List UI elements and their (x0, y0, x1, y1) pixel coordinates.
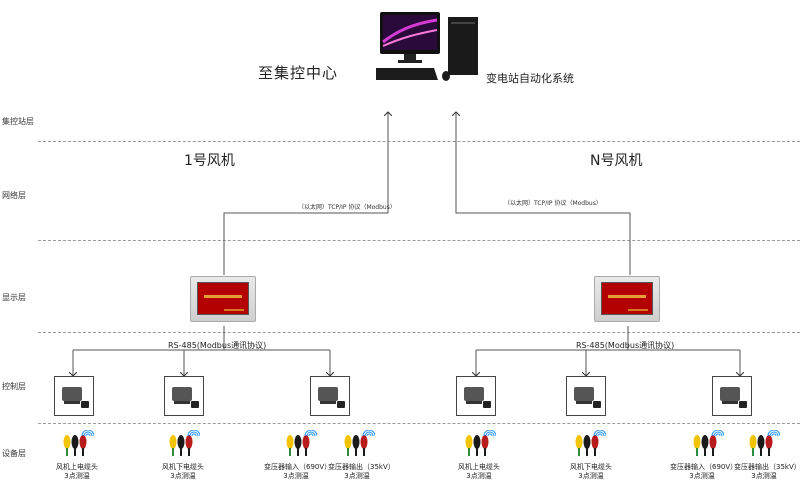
device-sub: 3点测温 (170, 472, 196, 480)
computer-icon (374, 12, 488, 88)
device-label: 风机下电缆头 (162, 463, 204, 471)
temperature-controller (54, 376, 94, 416)
layer-divider (38, 240, 800, 241)
temperature-controller (164, 376, 204, 416)
device-label: 风机上电缆头 (458, 463, 500, 471)
temperature-sensor-icon (169, 430, 200, 456)
substation-label: 变电站自动化系统 (486, 72, 574, 85)
device-label: 变压器输入（690V） (670, 463, 738, 471)
device-sub: 3点测温 (689, 472, 715, 480)
control-center-label: 至集控中心 (258, 64, 339, 82)
temperature-sensor-icon (286, 430, 317, 456)
temperature-sensor-icon (575, 430, 606, 456)
layer-divider (38, 423, 800, 424)
device-caption: 变压器输出（35kV） 3点测温 (734, 463, 800, 481)
rs485-label: RS-485(Modbus通讯协议) (576, 341, 675, 350)
device-sub: 3点测温 (751, 472, 777, 480)
device-sub: 3点测温 (466, 472, 492, 480)
device-caption: 风机下电缆头 3点测温 (566, 463, 616, 481)
layer-label-control-center: 集控站层 (2, 117, 34, 126)
temperature-sensor-icon (693, 430, 724, 456)
temperature-sensor-icon (465, 430, 496, 456)
device-caption: 变压器输入（690V） 3点测温 (264, 463, 332, 481)
layer-divider (38, 141, 800, 142)
turbine-title: N号风机 (590, 153, 643, 169)
device-label: 风机上电缆头 (56, 463, 98, 471)
device-label: 变压器输出（35kV） (734, 463, 800, 471)
temperature-sensor-icon (63, 430, 94, 456)
device-label: 风机下电缆头 (570, 463, 612, 471)
temperature-sensor-icon (344, 430, 375, 456)
device-label: 变压器输入（690V） (264, 463, 332, 471)
layer-label-display: 显示层 (2, 293, 26, 302)
device-sub: 3点测温 (578, 472, 604, 480)
device-sub: 3点测温 (344, 472, 370, 480)
layer-label-control: 控制层 (2, 382, 26, 391)
device-caption: 变压器输入（690V） 3点测温 (670, 463, 738, 481)
device-sub: 3点测温 (283, 472, 309, 480)
device-sub: 3点测温 (64, 472, 90, 480)
temperature-controller (310, 376, 350, 416)
temperature-controller (712, 376, 752, 416)
hmi-touch-panel (190, 276, 256, 322)
layer-divider (38, 332, 800, 333)
device-caption: 风机上电缆头 3点测温 (454, 463, 504, 481)
layer-label-device: 设备层 (2, 449, 26, 458)
rs485-label: RS-485(Modbus通讯协议) (168, 341, 267, 350)
device-caption: 风机上电缆头 3点测温 (52, 463, 102, 481)
turbine-title: 1号风机 (184, 153, 235, 169)
temperature-controller (566, 376, 606, 416)
device-caption: 变压器输出（35kV） 3点测温 (328, 463, 395, 481)
protocol-label: （以太网）TCP/IP 协议（Modbus） (298, 204, 396, 211)
temperature-controller (456, 376, 496, 416)
device-caption: 风机下电缆头 3点测温 (158, 463, 208, 481)
device-label: 变压器输出（35kV） (328, 463, 395, 471)
protocol-label: （以太网）TCP/IP 协议（Modbus） (504, 200, 602, 207)
layer-label-network: 网络层 (2, 191, 26, 200)
temperature-sensor-icon (749, 430, 780, 456)
hmi-touch-panel (594, 276, 660, 322)
